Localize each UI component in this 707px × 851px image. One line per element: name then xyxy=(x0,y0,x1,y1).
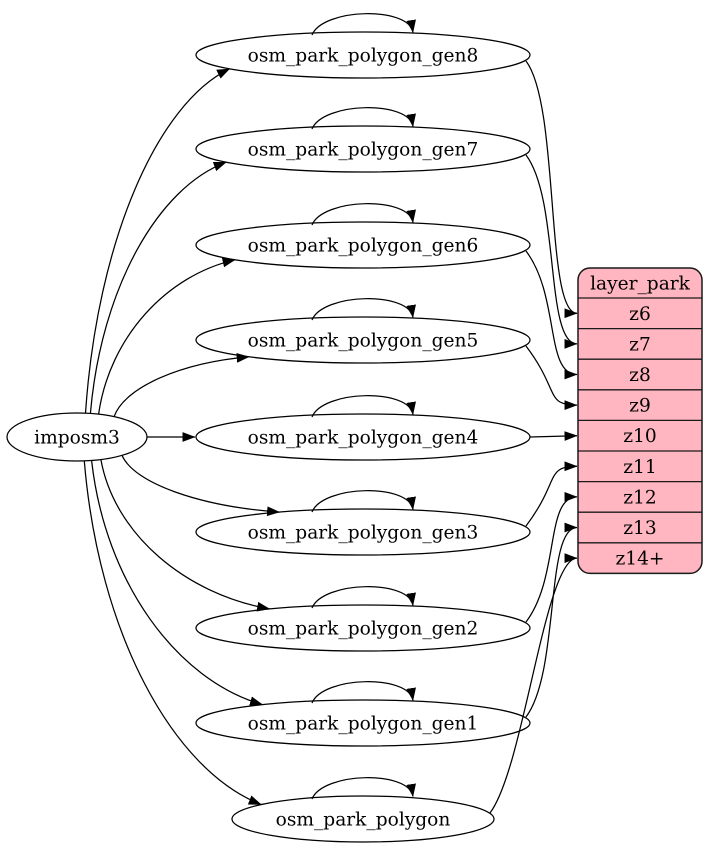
self-loop-osm_park_polygon_gen4 xyxy=(311,395,416,418)
edge-imposm3-osm_park_polygon_gen5 xyxy=(113,353,250,417)
node-label: osm_park_polygon_gen7 xyxy=(248,140,479,161)
node-label: osm_park_polygon_gen8 xyxy=(248,46,479,67)
node-osm_park_polygon_gen8: osm_park_polygon_gen8 xyxy=(195,31,531,79)
node-label: osm_park_polygon_gen4 xyxy=(248,428,479,449)
node-ellipse xyxy=(195,221,531,269)
node-label: osm_park_polygon_gen3 xyxy=(248,523,479,544)
table-row-z9: z9 xyxy=(629,396,651,417)
self-loop-osm_park_polygon_gen3 xyxy=(311,490,416,513)
edge-osm_park_polygon-layer_park-z14+ xyxy=(489,553,578,814)
edges-layer xyxy=(83,13,578,814)
edge-imposm3-osm_park_polygon xyxy=(83,460,262,806)
table-row-z7: z7 xyxy=(629,334,651,355)
self-loop-osm_park_polygon_gen7 xyxy=(311,107,416,130)
table-row-z11: z11 xyxy=(623,457,656,478)
edge-osm_park_polygon_gen2-layer_park-z12 xyxy=(525,492,578,623)
node-osm_park_polygon_gen2: osm_park_polygon_gen2 xyxy=(195,604,531,652)
edge-imposm3-osm_park_polygon_gen1 xyxy=(90,460,264,706)
node-osm_park_polygon: osm_park_polygon xyxy=(231,795,495,843)
table-row-z8: z8 xyxy=(629,365,651,386)
node-label: imposm3 xyxy=(34,428,120,449)
node-label: osm_park_polygon_gen5 xyxy=(248,331,479,352)
node-osm_park_polygon_gen6: osm_park_polygon_gen6 xyxy=(195,221,531,269)
node-ellipse xyxy=(195,604,531,652)
node-ellipse xyxy=(231,795,495,843)
nodes-layer: imposm3 osm_park_polygon_gen8 osm_park_pol… xyxy=(6,31,531,843)
self-loop-osm_park_polygon_gen8 xyxy=(311,13,416,36)
edge-osm_park_polygon_gen8-layer_park-z6 xyxy=(525,60,578,319)
node-ellipse xyxy=(195,413,531,461)
edge-imposm3-osm_park_polygon_gen6 xyxy=(97,257,236,415)
node-ellipse xyxy=(6,412,148,462)
node-label: osm_park_polygon_gen1 xyxy=(248,714,479,735)
edge-imposm3-osm_park_polygon_gen8 xyxy=(84,68,231,414)
self-loop-osm_park_polygon_gen2 xyxy=(311,586,416,609)
edge-osm_park_polygon_gen1-layer_park-z13 xyxy=(525,522,578,718)
node-osm_park_polygon_gen5: osm_park_polygon_gen5 xyxy=(195,316,531,364)
node-ellipse xyxy=(195,508,531,556)
layer-park-title: layer_park xyxy=(590,274,691,295)
table-row-z14+: z14+ xyxy=(615,549,664,570)
node-osm_park_polygon_gen7: osm_park_polygon_gen7 xyxy=(195,125,531,173)
node-osm_park_polygon_gen1: osm_park_polygon_gen1 xyxy=(195,699,531,747)
edge-osm_park_polygon_gen6-layer_park-z8 xyxy=(525,250,578,380)
edge-imposm3-osm_park_polygon_gen2 xyxy=(100,459,271,612)
layer-park-table: layer_park z6 z7 z8 z9 z10 z11 z12 z13 z14+ xyxy=(577,267,703,575)
node-ellipse xyxy=(195,125,531,173)
table-row-z6: z6 xyxy=(629,304,651,325)
edge-imposm3-osm_park_polygon_gen3 xyxy=(121,455,281,517)
node-label: osm_park_polygon xyxy=(276,810,451,831)
node-imposm3: imposm3 xyxy=(6,412,148,462)
edge-osm_park_polygon_gen4-layer_park-z10 xyxy=(529,431,578,441)
node-label: osm_park_polygon_gen6 xyxy=(248,236,479,257)
self-loop-osm_park_polygon_gen5 xyxy=(311,298,416,321)
table-row-z12: z12 xyxy=(623,487,656,508)
node-ellipse xyxy=(195,316,531,364)
edge-osm_park_polygon_gen5-layer_park-z9 xyxy=(525,345,578,410)
table-row-z13: z13 xyxy=(623,518,656,539)
node-ellipse xyxy=(195,699,531,747)
edge-osm_park_polygon_gen3-layer_park-z11 xyxy=(525,461,578,527)
edge-osm_park_polygon_gen7-layer_park-z7 xyxy=(525,154,578,349)
node-osm_park_polygon_gen3: osm_park_polygon_gen3 xyxy=(195,508,531,556)
table-row-z10: z10 xyxy=(623,426,656,447)
self-loop-osm_park_polygon_gen1 xyxy=(311,681,416,704)
node-ellipse xyxy=(195,31,531,79)
self-loop-osm_park_polygon_gen6 xyxy=(311,203,416,226)
self-loop-osm_park_polygon xyxy=(311,777,416,800)
node-label: osm_park_polygon_gen2 xyxy=(248,619,479,640)
edge-imposm3-osm_park_polygon_gen7 xyxy=(89,161,227,414)
node-osm_park_polygon_gen4: osm_park_polygon_gen4 xyxy=(195,413,531,461)
